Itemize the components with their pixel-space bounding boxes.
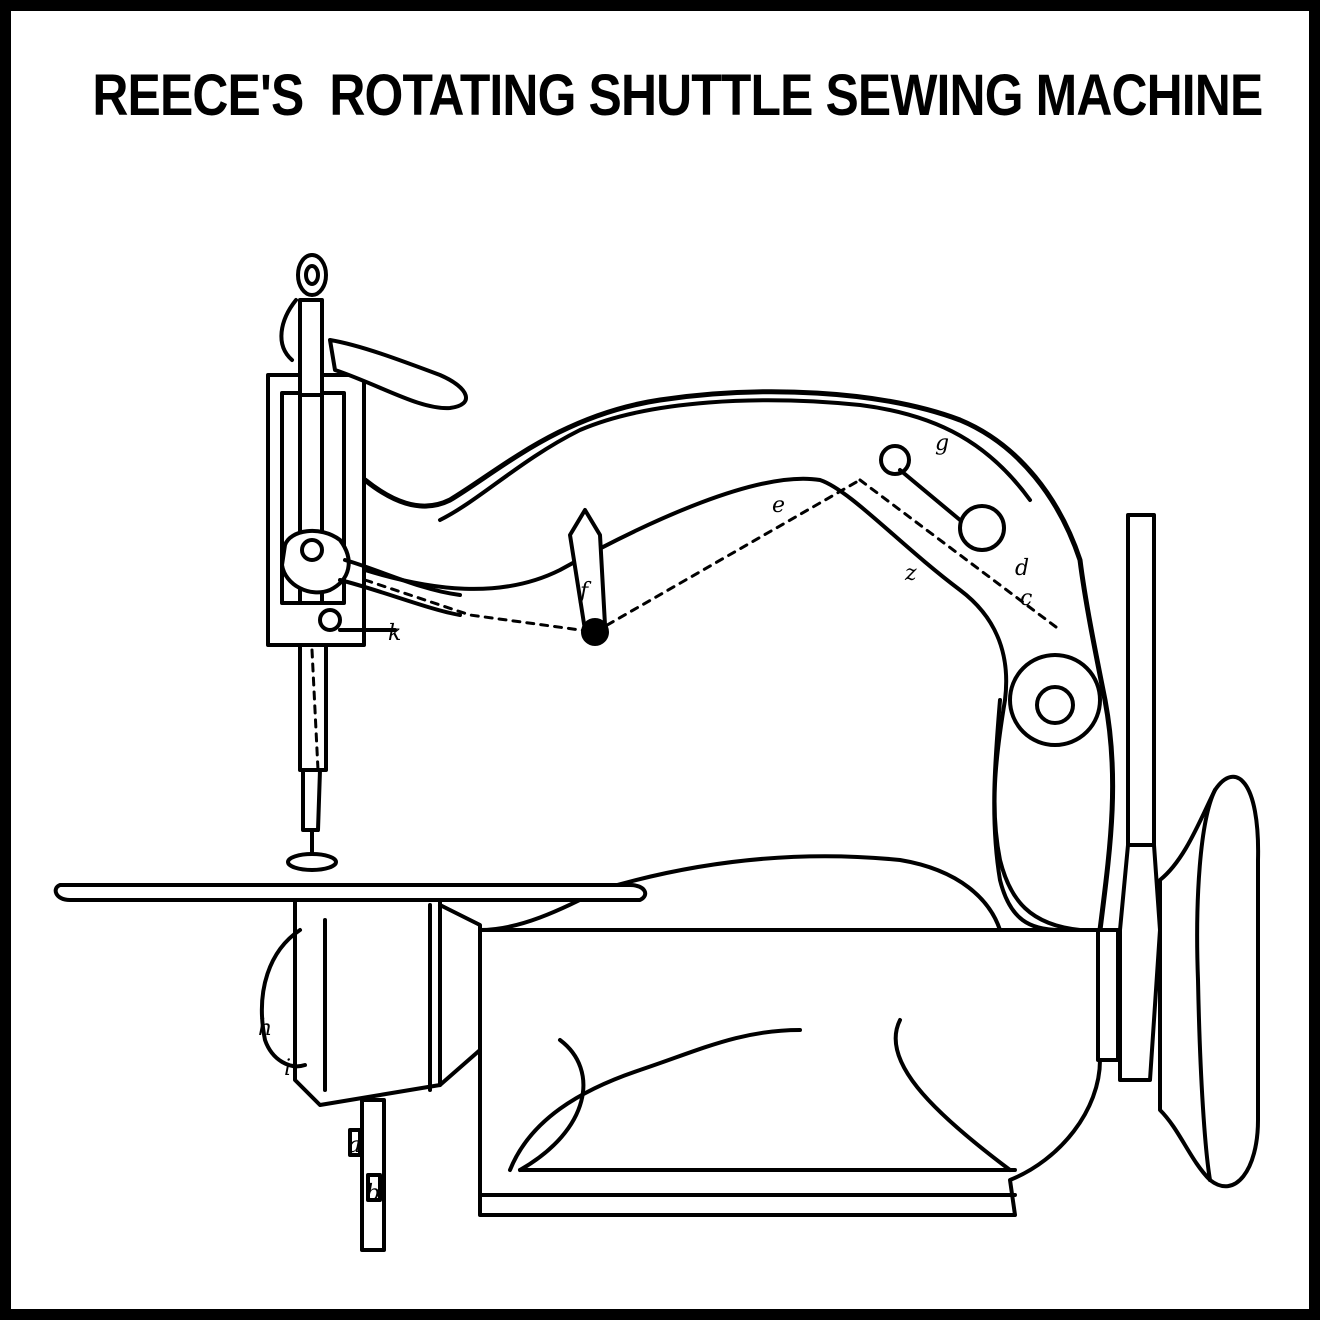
machine-head bbox=[266, 253, 468, 647]
shuttle-housing bbox=[260, 898, 482, 1252]
cloth-plate bbox=[53, 883, 648, 902]
label-a: a bbox=[348, 1133, 361, 1158]
flywheel bbox=[1096, 774, 1261, 1189]
machine-arm bbox=[362, 389, 1116, 933]
thread-guide bbox=[568, 508, 609, 646]
label-h: h bbox=[258, 1016, 272, 1041]
diagram-title: REECE'S ROTATING SHUTTLE SEWING MACHINE bbox=[92, 63, 1263, 128]
label-k: k bbox=[388, 621, 401, 646]
side-rod bbox=[1118, 513, 1162, 1082]
label-i: i bbox=[284, 1056, 291, 1081]
tension-assembly bbox=[879, 444, 1006, 552]
machine-base bbox=[478, 928, 1102, 1217]
label-z: z bbox=[904, 561, 917, 586]
label-d: d bbox=[1015, 556, 1029, 581]
bobbin-winder bbox=[1008, 653, 1102, 747]
label-g: g bbox=[935, 431, 949, 456]
label-b: b bbox=[366, 1181, 380, 1206]
needle-bar bbox=[286, 643, 338, 872]
label-c: c bbox=[1020, 586, 1032, 611]
label-e: e bbox=[772, 493, 785, 518]
thread-path bbox=[310, 478, 1062, 772]
